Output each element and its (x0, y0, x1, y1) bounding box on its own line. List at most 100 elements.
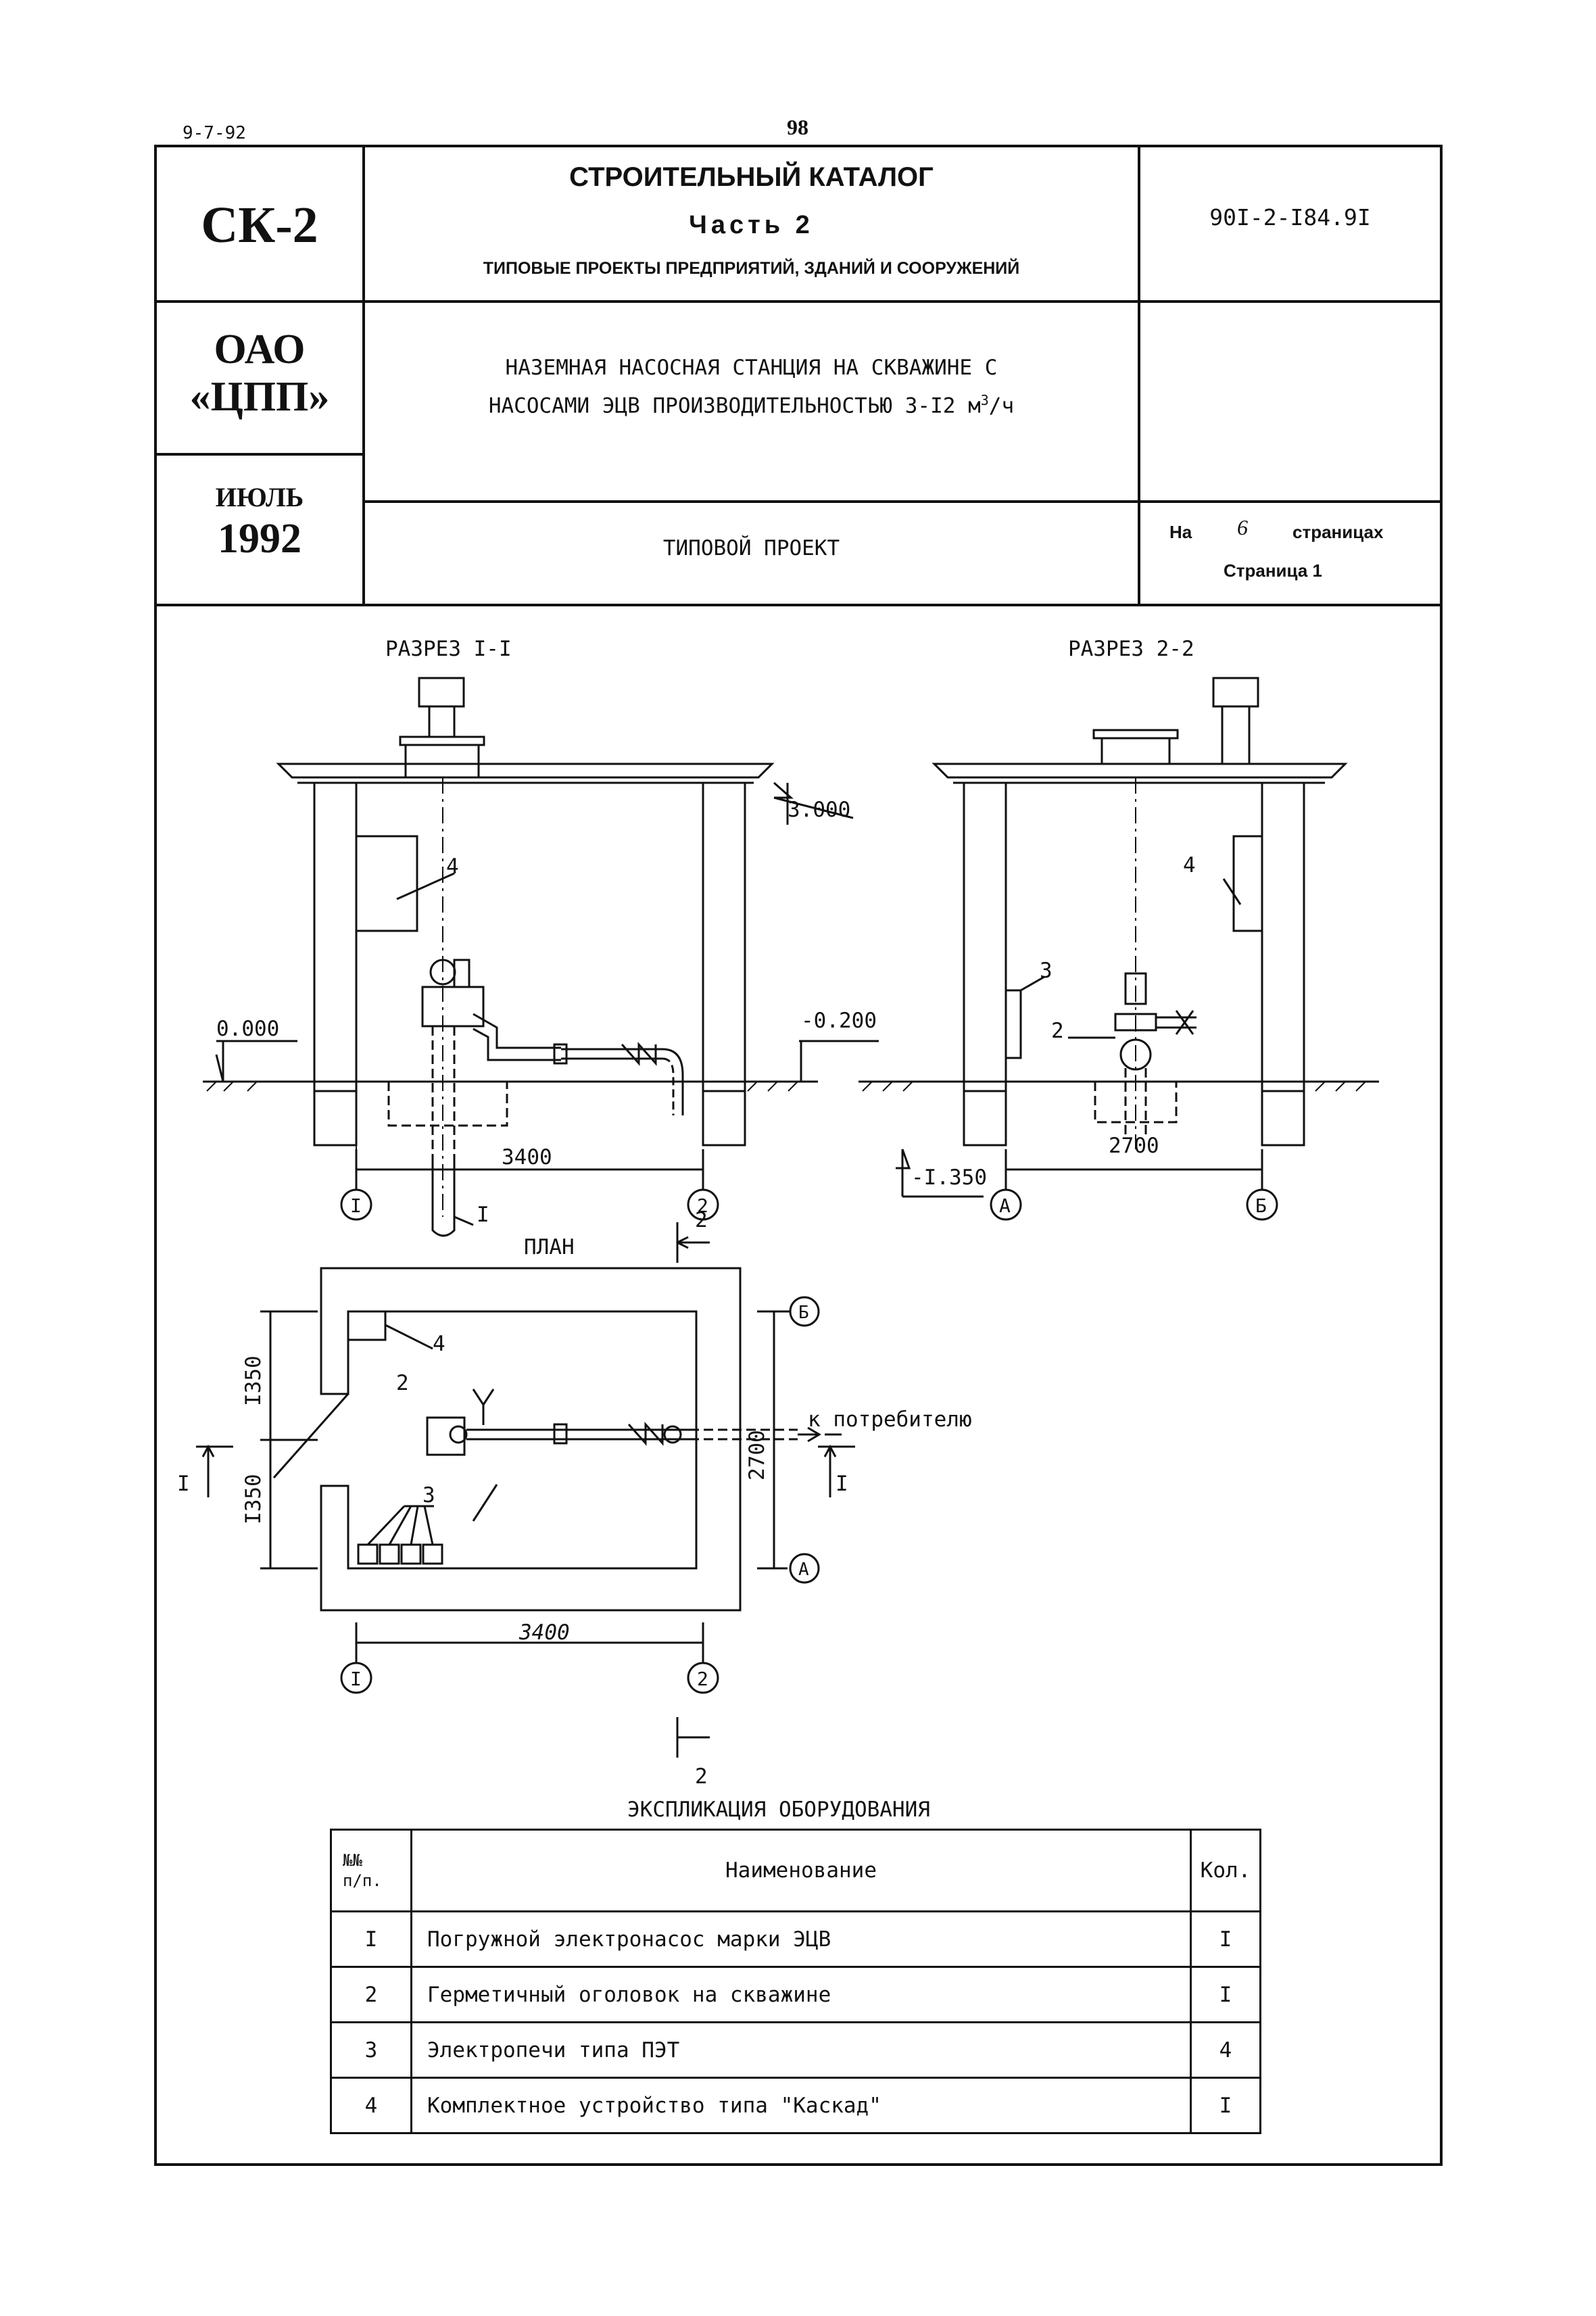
plan-heater (357, 1543, 379, 1565)
dimension-2700: 2700 (1109, 1134, 1159, 1158)
callout-2-section-2: 2 (1051, 1019, 1064, 1043)
equipment-table-title: ЭКСПЛИКАЦИЯ ОБОРУДОВАНИЯ (627, 1798, 930, 1822)
plan-cabinet (347, 1310, 387, 1341)
axis-bubble-A-section (990, 1188, 1022, 1221)
col-qty-header: Кол. (1190, 1829, 1261, 1912)
elevation-minus-0200: -0.200 (801, 1009, 877, 1033)
row-name: Электропечи типа ПЭТ (410, 2021, 1192, 2079)
row-no: 4 (330, 2077, 412, 2134)
cut-I-left: I (177, 1472, 190, 1496)
equipment-table: №№ п/п. Наименование Кол. I Погружной эл… (330, 1829, 1261, 2134)
pages-suffix: страницах (1292, 522, 1384, 542)
section-1-1 (203, 677, 879, 1237)
axis-bubble-1-plan (340, 1662, 372, 1694)
org-line-1: ОАО (214, 327, 306, 372)
callout-3-plan: 3 (422, 1483, 435, 1507)
project-name-line-2: НАСОСАМИ ЭЦВ ПРОИЗВОДИТЕЛЬНОСТЬЮ 3-I2 м3… (488, 392, 1015, 418)
axis-label-2-section: 2 (697, 1195, 708, 1217)
control-cabinet-2 (1232, 835, 1263, 932)
dimension-3400: 3400 (502, 1145, 552, 1169)
roof (276, 763, 775, 779)
pages-prefix: На (1169, 522, 1192, 542)
table-header-row: №№ п/п. Наименование Кол. (330, 1829, 1261, 1912)
callout-4-section-1: 4 (446, 854, 459, 879)
elevation-0000: 0.000 (216, 1017, 279, 1041)
project-name: НАЗЕМНАЯ НАСОСНАЯ СТАНЦИЯ НА СКВАЖИНЕ С … (365, 352, 1138, 422)
wall-b (1261, 781, 1305, 1147)
axis-label-1-plan: I (350, 1668, 362, 1690)
axis-bubble-2-plan (687, 1662, 719, 1694)
wellhead-2 (1119, 1038, 1152, 1071)
elevation-3000: 3.000 (788, 798, 850, 822)
plan-heater (422, 1543, 443, 1565)
org-name: ОАО «ЦПП» (157, 326, 362, 420)
project-code: 90I-2-I84.9I (1209, 204, 1371, 231)
roof-2 (932, 763, 1348, 779)
section-2-2 (859, 677, 1379, 1221)
well-head (421, 986, 485, 1028)
plan-heater (379, 1543, 400, 1565)
row-qty: I (1190, 1910, 1261, 1968)
table-row: 3 Электропечи типа ПЭТ 4 (330, 2021, 1261, 2079)
axis-label-A-plan: А (798, 1560, 809, 1580)
callout-2-plan: 2 (396, 1371, 409, 1395)
dimension-1350-bottom: I350 (241, 1474, 266, 1524)
elevation-minus-1350: -I.350 (911, 1165, 987, 1190)
release-year: 1992 (218, 516, 301, 562)
cut-2-bottom: 2 (695, 1764, 708, 1789)
table-row: 4 Комплектное устройство типа "Каскад" I (330, 2077, 1261, 2134)
axis-bubble-2-section (687, 1188, 719, 1221)
org-line-2: «ЦПП» (189, 374, 330, 420)
axis-bubble-B-plan (789, 1296, 820, 1327)
callout-4-section-2: 4 (1183, 853, 1196, 877)
control-cabinet (355, 835, 418, 932)
row-no: 2 (330, 1966, 412, 2023)
table-row: 2 Герметичный оголовок на скважине I (330, 1966, 1261, 2023)
wall-left (313, 781, 358, 1147)
vent-cap (418, 677, 465, 708)
ground-hatching (206, 1081, 1366, 1092)
col-name-header: Наименование (410, 1829, 1192, 1912)
row-no: I (330, 1910, 412, 1968)
axis-bubble-A-plan (789, 1553, 820, 1584)
wall-right (702, 781, 746, 1147)
row-name: Погружной электронасос марки ЭЦВ (410, 1910, 1192, 1968)
row-no: 3 (330, 2021, 412, 2079)
row-name: Герметичный оголовок на скважине (410, 1966, 1192, 2023)
document-code: 9-7-92 (183, 123, 246, 143)
axis-label-A-section: А (999, 1195, 1011, 1217)
section-2-title: РАЗРЕЗ 2-2 (1068, 637, 1194, 661)
vent-cap-2 (1212, 677, 1259, 708)
catalog-subtitle: ТИПОВЫЕ ПРОЕКТЫ ПРЕДПРИЯТИЙ, ЗДАНИЙ И СО… (483, 259, 1020, 278)
page-number: 98 (787, 115, 808, 139)
plan-title: ПЛАН (524, 1235, 575, 1259)
electric-heater (1005, 989, 1022, 1059)
plan-view (196, 1222, 855, 1758)
axis-bubble-B-section (1246, 1188, 1278, 1221)
callout-3-section-2: 3 (1040, 959, 1053, 983)
release-month: ИЮЛЬ (215, 482, 304, 512)
table-row: I Погружной электронасос марки ЭЦВ I (330, 1910, 1261, 1968)
project-name-line-1: НАЗЕМНАЯ НАСОСНАЯ СТАНЦИЯ НА СКВАЖИНЕ С (505, 356, 998, 380)
catalog-code: СК-2 (201, 197, 318, 254)
cut-2-top: 2 (695, 1208, 708, 1232)
dimension-1350-top: I350 (241, 1355, 266, 1406)
catalog-title: СТРОИТЕЛЬНЫЙ КАТАЛОГ (569, 162, 934, 192)
axis-bubble-1-section (340, 1188, 372, 1221)
pages-count: 6 (1237, 515, 1248, 539)
row-qty: I (1190, 1966, 1261, 2023)
project-type: ТИПОВОЙ ПРОЕКТ (662, 536, 840, 560)
to-consumer-label: к потребителю (808, 1407, 972, 1432)
plan-wellhead (426, 1416, 466, 1456)
callout-1: I (477, 1203, 489, 1227)
axis-label-B-plan: Б (798, 1303, 809, 1323)
wall-a (963, 781, 1007, 1147)
axis-label-2-plan: 2 (697, 1668, 708, 1690)
row-name: Комплектное устройство типа "Каскад" (410, 2077, 1192, 2134)
col-no-header: №№ п/п. (330, 1829, 412, 1912)
cut-I-right: I (836, 1472, 848, 1496)
section-1-title: РАЗРЕЗ I-I (385, 637, 512, 661)
dimension-3400-plan: 3400 (518, 1620, 570, 1645)
row-qty: 4 (1190, 2021, 1261, 2079)
